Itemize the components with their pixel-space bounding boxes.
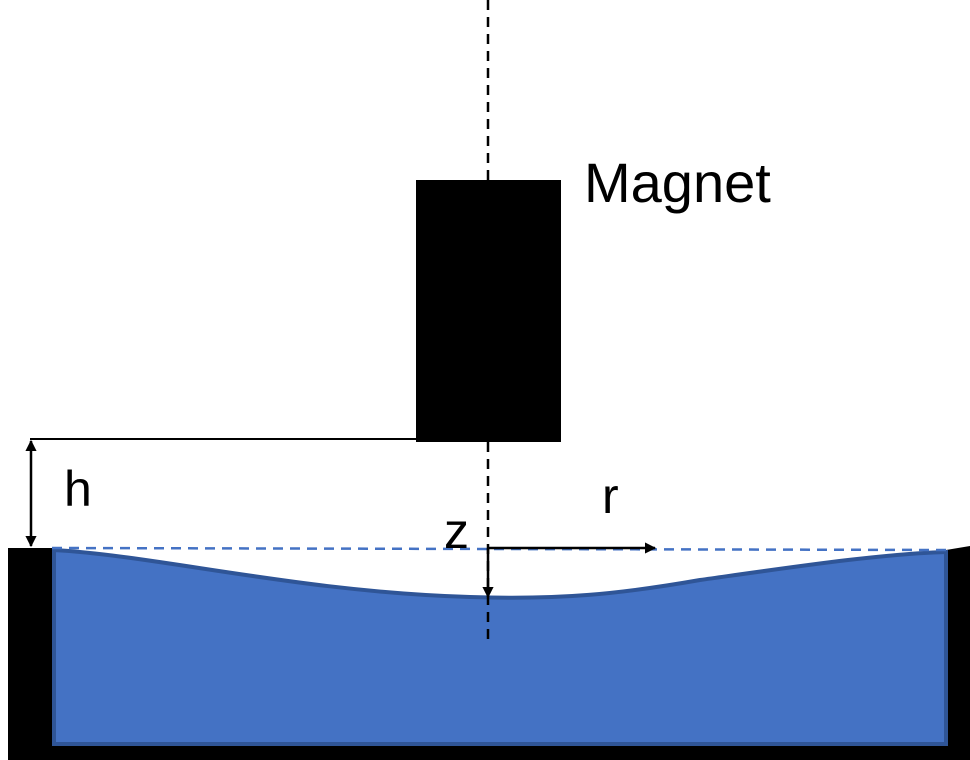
r-label: r [602,468,619,524]
magnet-block [416,180,561,442]
magnet-label: Magnet [584,151,771,214]
container-wall-right [946,546,970,760]
container-bottom [8,744,970,760]
container-wall-left [8,548,52,760]
z-label: z [444,503,469,559]
fluid-body [52,547,948,746]
h-label: h [64,461,92,517]
